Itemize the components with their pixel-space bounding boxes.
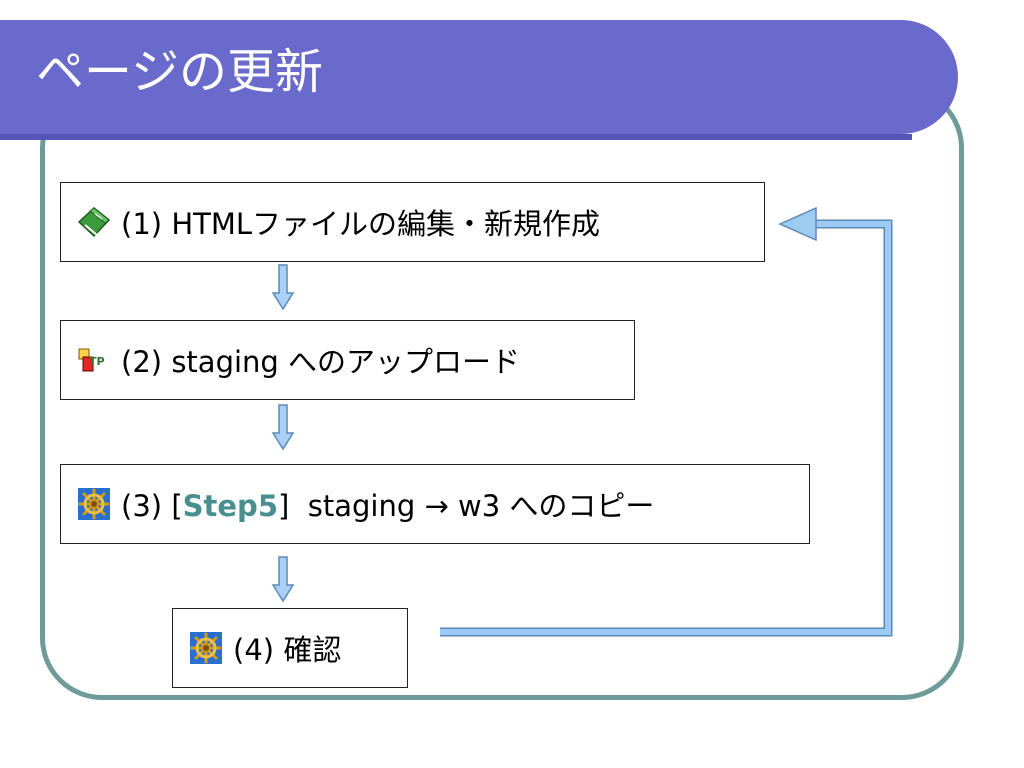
step-1-number: (1) [121, 207, 163, 241]
down-arrow-icon [271, 556, 295, 602]
step-3-number: (3) [121, 489, 163, 523]
step-4-number: (4) [233, 633, 275, 667]
step-3-bracket-close: ] [278, 489, 290, 523]
step-1-box: (1) HTMLファイルの編集・新規作成 [60, 182, 765, 262]
step-2-text: staging へのアップロード [171, 345, 521, 379]
ship-wheel-icon [78, 488, 110, 520]
step-4-text: 確認 [283, 633, 342, 667]
down-arrow-icon [271, 264, 295, 310]
title-underline [0, 134, 912, 140]
step-3-bracket-open: [ [171, 489, 183, 523]
svg-text:TP: TP [89, 355, 105, 368]
page-title: ページの更新 [36, 44, 324, 100]
step-4-box: (4) 確認 [172, 608, 408, 688]
step-2-label: (2) staging へのアップロード [121, 339, 520, 381]
step-3-label: (3) [Step5] staging → w3 へのコピー [121, 483, 654, 525]
step-2-box: TP (2) staging へのアップロード [60, 320, 635, 400]
step-3-step-highlight: Step5 [182, 489, 278, 523]
step-1-text: HTMLファイルの編集・新規作成 [171, 207, 601, 241]
step-3-text: staging → w3 へのコピー [307, 489, 655, 523]
step-2-number: (2) [121, 345, 163, 379]
title-banner [0, 20, 958, 134]
ship-wheel-icon [190, 632, 222, 664]
green-book-icon [77, 207, 111, 238]
step-3-box: (3) [Step5] staging → w3 へのコピー [60, 464, 810, 544]
ftp-icon: TP [78, 348, 105, 372]
step-4-label: (4) 確認 [233, 627, 341, 669]
step-1-label: (1) HTMLファイルの編集・新規作成 [121, 201, 600, 243]
down-arrow-icon [271, 404, 295, 450]
